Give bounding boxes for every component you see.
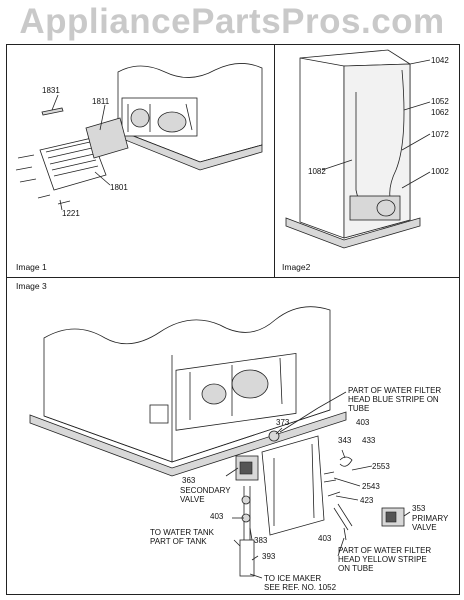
- callout-343: 343: [338, 436, 352, 445]
- note-blue-stripe-line1: PART OF WATER FILTER: [348, 386, 442, 395]
- callout-373: 373: [276, 418, 290, 427]
- callout-403-mid: 403: [210, 512, 224, 521]
- callout-1052: 1052: [431, 97, 449, 106]
- callout-1831: 1831: [42, 86, 60, 95]
- note-yellow-stripe-line3: ON TUBE: [338, 564, 374, 573]
- note-ice-maker-line1: TO ICE MAKER: [264, 574, 322, 583]
- note-blue-stripe: PART OF WATER FILTER HEAD BLUE STRIPE ON…: [348, 386, 441, 413]
- callout-1042: 1042: [431, 56, 449, 65]
- image2-title: Image2: [282, 262, 311, 272]
- callout-1072: 1072: [431, 130, 449, 139]
- pane-image3: [6, 277, 460, 595]
- note-primary-valve-line2: VALVE: [412, 523, 437, 532]
- watermark-text: AppliancePartsPros.com: [19, 2, 445, 41]
- callout-383: 383: [254, 536, 268, 545]
- callout-393: 393: [262, 552, 276, 561]
- callout-1082: 1082: [308, 167, 326, 176]
- callout-403-top: 403: [356, 418, 370, 427]
- callout-1062: 1062: [431, 108, 449, 117]
- note-water-tank: TO WATER TANK PART OF TANK: [150, 528, 214, 546]
- callout-1811: 1811: [92, 97, 110, 106]
- callout-2543: 2543: [362, 482, 380, 491]
- image3-title: Image 3: [16, 281, 47, 291]
- callout-433: 433: [362, 436, 376, 445]
- note-yellow-stripe: PART OF WATER FILTER HEAD YELLOW STRIPE …: [338, 546, 431, 573]
- note-primary-valve: PRIMARY VALVE: [412, 514, 448, 532]
- note-water-tank-line1: TO WATER TANK: [150, 528, 215, 537]
- note-ice-maker-line2: SEE REF. NO. 1052: [264, 583, 337, 592]
- note-ice-maker: TO ICE MAKER SEE REF. NO. 1052: [264, 574, 336, 592]
- note-secondary-valve: SECONDARY VALVE: [180, 486, 231, 504]
- callout-403-bot: 403: [318, 534, 332, 543]
- note-blue-stripe-line2: HEAD BLUE STRIPE ON: [348, 395, 439, 404]
- callout-1221: 1221: [62, 209, 80, 218]
- callout-1002: 1002: [431, 167, 449, 176]
- note-yellow-stripe-line1: PART OF WATER FILTER: [338, 546, 432, 555]
- image1-title: Image 1: [16, 262, 47, 272]
- note-secondary-valve-line1: SECONDARY: [180, 486, 231, 495]
- callout-423: 423: [360, 496, 374, 505]
- note-yellow-stripe-line2: HEAD YELLOW STRIPE: [338, 555, 427, 564]
- note-primary-valve-line1: PRIMARY: [412, 514, 449, 523]
- note-secondary-valve-line2: VALVE: [180, 495, 205, 504]
- callout-353: 353: [412, 504, 426, 513]
- note-blue-stripe-line3: TUBE: [348, 404, 370, 413]
- callout-2553: 2553: [372, 462, 390, 471]
- callout-363: 363: [182, 476, 196, 485]
- note-water-tank-line2: PART OF TANK: [150, 537, 207, 546]
- callout-1801: 1801: [110, 183, 128, 192]
